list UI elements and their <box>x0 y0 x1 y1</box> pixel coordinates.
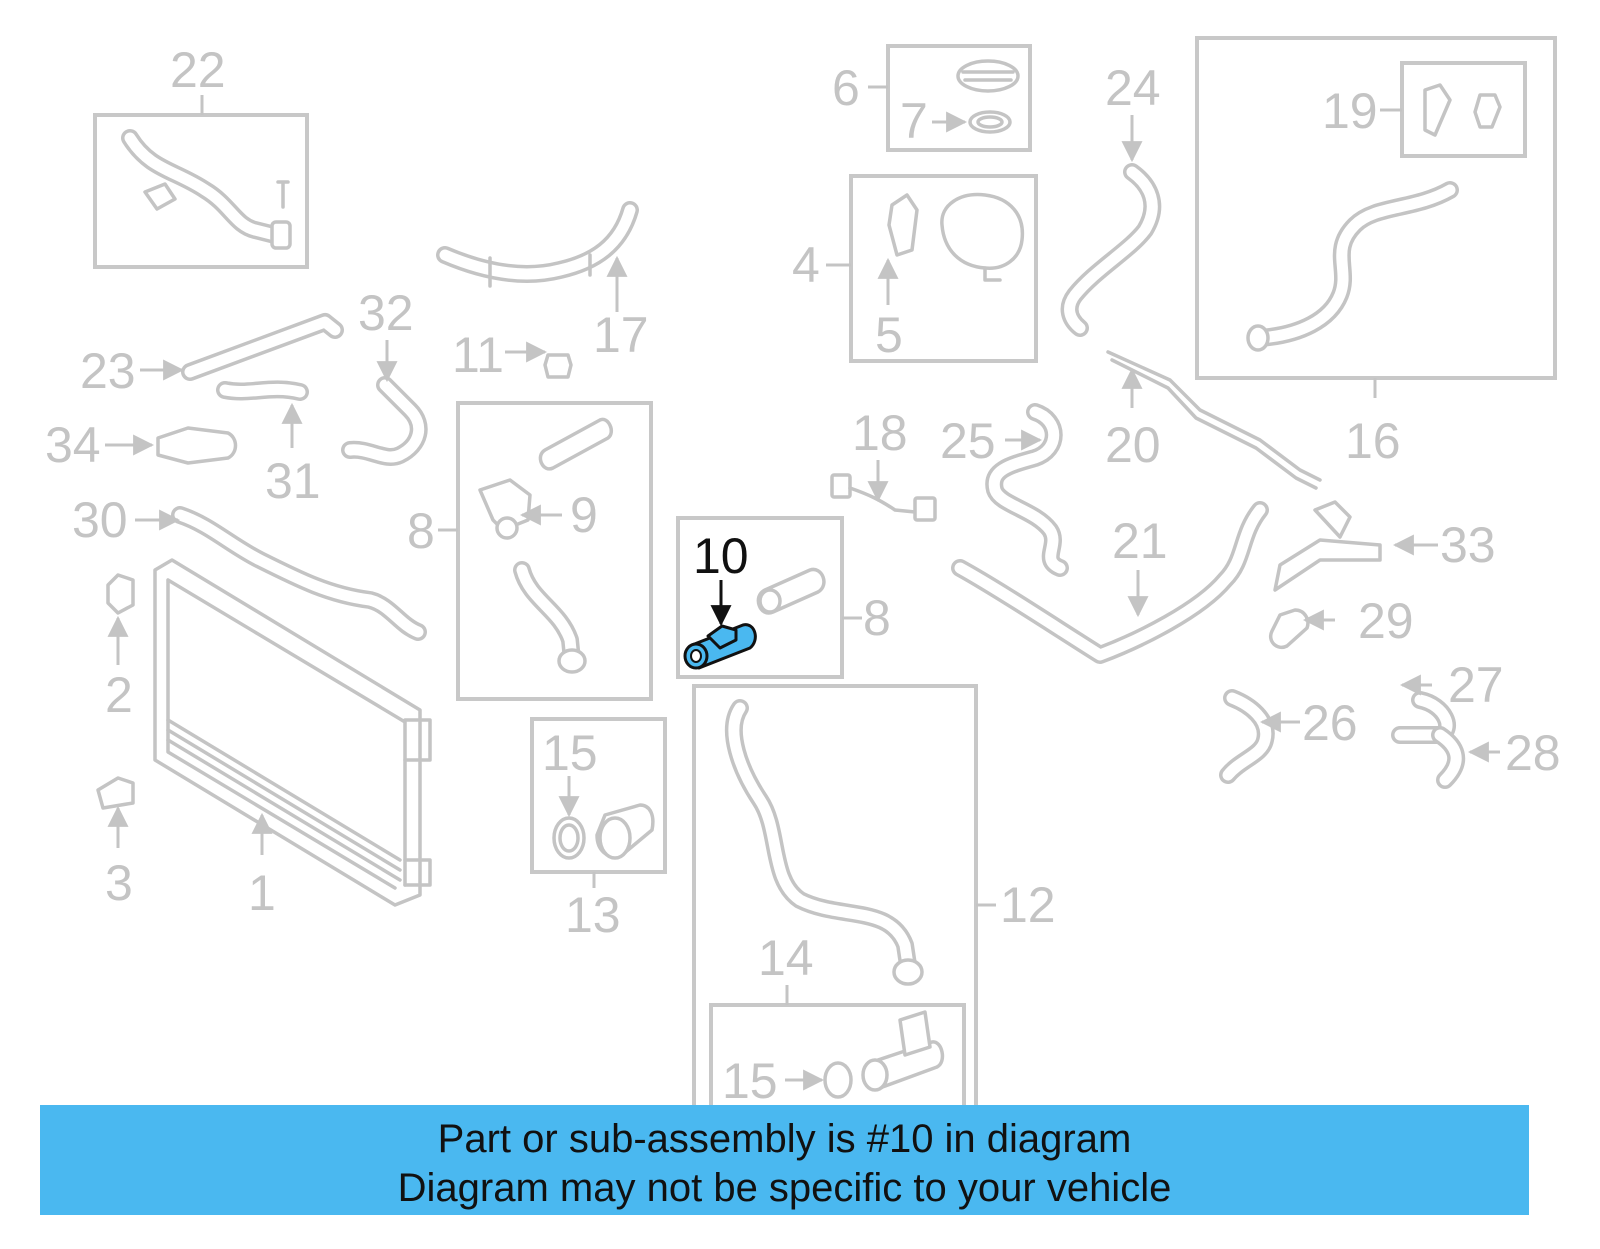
label-5: 5 <box>875 307 903 363</box>
part-17-upper-hose <box>436 201 639 288</box>
label-28: 28 <box>1505 725 1561 781</box>
part-10-tee[interactable] <box>683 623 757 670</box>
label-15-box13: 15 <box>542 725 598 781</box>
part-13-parts <box>552 803 655 860</box>
label-25: 25 <box>940 413 996 469</box>
part-16-hose <box>1246 181 1459 352</box>
box-6-7 <box>886 44 1032 152</box>
part-33-housing <box>1273 500 1382 592</box>
part-2-bracket <box>106 573 135 615</box>
label-19: 19 <box>1322 83 1378 139</box>
label-10[interactable]: 10 <box>693 528 749 584</box>
label-1: 1 <box>248 865 276 921</box>
box-8-center[interactable] <box>676 516 844 679</box>
label-29: 29 <box>1358 593 1414 649</box>
label-32: 32 <box>358 285 414 341</box>
part-18-sensor <box>830 473 937 522</box>
part-32-hose <box>341 376 428 466</box>
part-31-hose <box>216 380 309 401</box>
label-15-box14: 15 <box>722 1053 778 1109</box>
part-34-sensor <box>156 426 238 465</box>
label-26: 26 <box>1302 695 1358 751</box>
part-22-bracket <box>121 129 292 250</box>
part-12-hose <box>724 699 924 986</box>
label-31: 31 <box>265 453 321 509</box>
box-19 <box>1400 61 1527 158</box>
label-3: 3 <box>105 855 133 911</box>
label-13: 13 <box>565 887 621 943</box>
label-23: 23 <box>80 343 136 399</box>
part-8-left-parts <box>478 417 613 674</box>
box-13 <box>530 717 667 874</box>
label-8-left: 8 <box>407 503 435 559</box>
label-8-center: 8 <box>863 590 891 646</box>
label-24: 24 <box>1105 60 1161 116</box>
label-14: 14 <box>758 930 814 986</box>
label-7: 7 <box>900 93 928 149</box>
banner-line-1: Part or sub-assembly is #10 in diagram <box>437 1117 1132 1161</box>
part-21-pipe <box>951 501 1269 664</box>
label-17: 17 <box>593 307 649 363</box>
part-25-hose <box>985 403 1069 577</box>
label-9: 9 <box>570 487 598 543</box>
banner-line-2: Diagram may not be specific to your vehi… <box>397 1166 1172 1210</box>
part-26-hose <box>1219 689 1275 784</box>
part-6-7-cap <box>956 59 1020 134</box>
label-11: 11 <box>452 327 504 383</box>
part-3-bracket <box>96 776 135 810</box>
part-8-sleeve <box>756 567 826 615</box>
part-1-radiator <box>153 558 432 907</box>
part-27-28-hoses <box>1391 691 1466 789</box>
info-banner: Part or sub-assembly is #10 in diagram D… <box>40 1105 1529 1215</box>
part-29-clamp <box>1269 608 1310 649</box>
label-22: 22 <box>170 42 226 98</box>
part-20-pipe <box>1106 350 1322 490</box>
label-12: 12 <box>1000 877 1056 933</box>
label-18: 18 <box>852 405 908 461</box>
label-33: 33 <box>1440 517 1496 573</box>
label-21: 21 <box>1112 513 1168 569</box>
label-20: 20 <box>1105 417 1161 473</box>
label-16: 16 <box>1345 413 1401 469</box>
label-27: 27 <box>1448 657 1504 713</box>
part-11-clip <box>543 353 573 379</box>
label-6: 6 <box>832 60 860 116</box>
part-14-parts <box>823 1010 945 1099</box>
part-24-hose <box>1060 163 1162 337</box>
box-8-left <box>456 401 653 701</box>
part-4-5-reservoir <box>887 192 1025 282</box>
part-19-parts <box>1423 83 1502 137</box>
label-2: 2 <box>105 667 133 723</box>
part-30-hose <box>171 506 427 641</box>
label-4: 4 <box>792 237 820 293</box>
label-30: 30 <box>72 492 128 548</box>
label-34: 34 <box>45 417 101 473</box>
part-23-hose <box>181 313 344 381</box>
box-4-5 <box>849 174 1038 363</box>
